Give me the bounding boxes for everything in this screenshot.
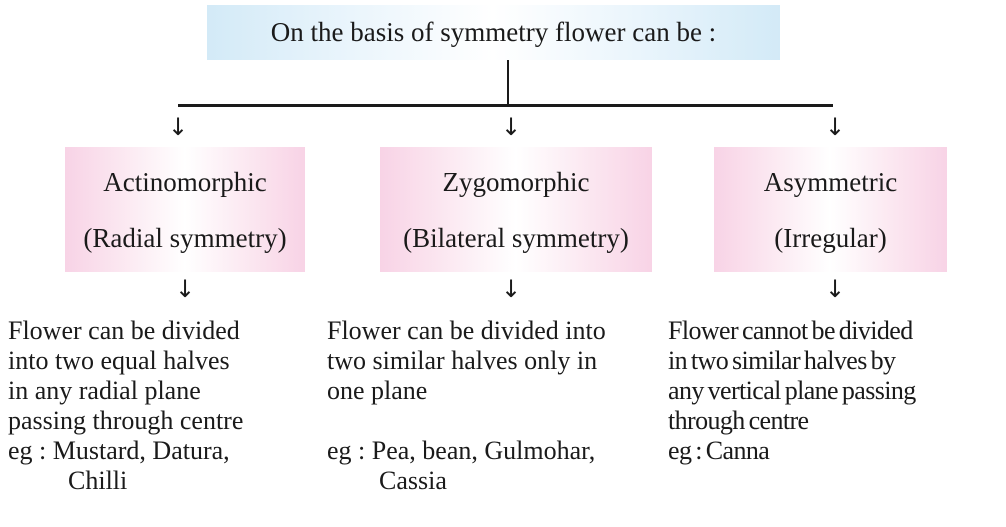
description-zygomorphic: Flower can be divided into two similar h… [327, 316, 606, 496]
category-subtitle: (Irregular) [774, 223, 887, 253]
arrow-down-icon: ↓ [824, 275, 846, 303]
description-actinomorphic: Flower can be divided into two equal hal… [8, 316, 243, 496]
category-asymmetric: Asymmetric (Irregular) [714, 147, 947, 272]
root-node: On the basis of symmetry flower can be : [207, 5, 780, 60]
description-line [327, 406, 606, 436]
description-line: into two equal halves [8, 346, 230, 375]
description-line: one plane [327, 376, 428, 405]
category-subtitle: (Radial symmetry) [83, 223, 287, 253]
arrow-down-icon: ↓ [500, 275, 522, 303]
root-connector [507, 60, 509, 106]
description-line: in two similar halves by [668, 346, 896, 375]
arrow-down-icon: ↓ [824, 113, 846, 141]
arrow-down-icon: ↓ [500, 113, 522, 141]
description-line: through centre [668, 406, 809, 435]
example-line: eg : Mustard, Datura, [8, 436, 230, 465]
description-asymmetric: Flower cannot be divided in two similar … [668, 316, 916, 466]
description-line: two similar halves only in [327, 346, 598, 375]
category-subtitle: (Bilateral symmetry) [403, 223, 629, 253]
example-line: Cassia [379, 466, 447, 495]
branch-connector [178, 104, 833, 107]
category-name: Actinomorphic [103, 167, 267, 197]
example-line: Chilli [68, 466, 128, 495]
example-line: eg : Pea, bean, Gulmohar, [327, 436, 596, 465]
description-line: passing through centre [8, 406, 244, 435]
category-zygomorphic: Zygomorphic (Bilateral symmetry) [380, 147, 652, 272]
category-name: Zygomorphic [442, 167, 590, 197]
description-line: in any radial plane [8, 376, 201, 405]
arrow-down-icon: ↓ [174, 275, 196, 303]
description-line: Flower cannot be divided [668, 316, 913, 345]
category-name: Asymmetric [763, 167, 898, 197]
description-line: Flower can be divided into [327, 316, 606, 345]
category-actinomorphic: Actinomorphic (Radial symmetry) [65, 147, 305, 272]
example-line: eg : Canna [668, 436, 770, 465]
root-label: On the basis of symmetry flower can be : [270, 17, 717, 47]
description-line: Flower can be divided [8, 316, 240, 345]
arrow-down-icon: ↓ [167, 113, 189, 141]
description-line: any vertical plane passing [668, 376, 916, 405]
